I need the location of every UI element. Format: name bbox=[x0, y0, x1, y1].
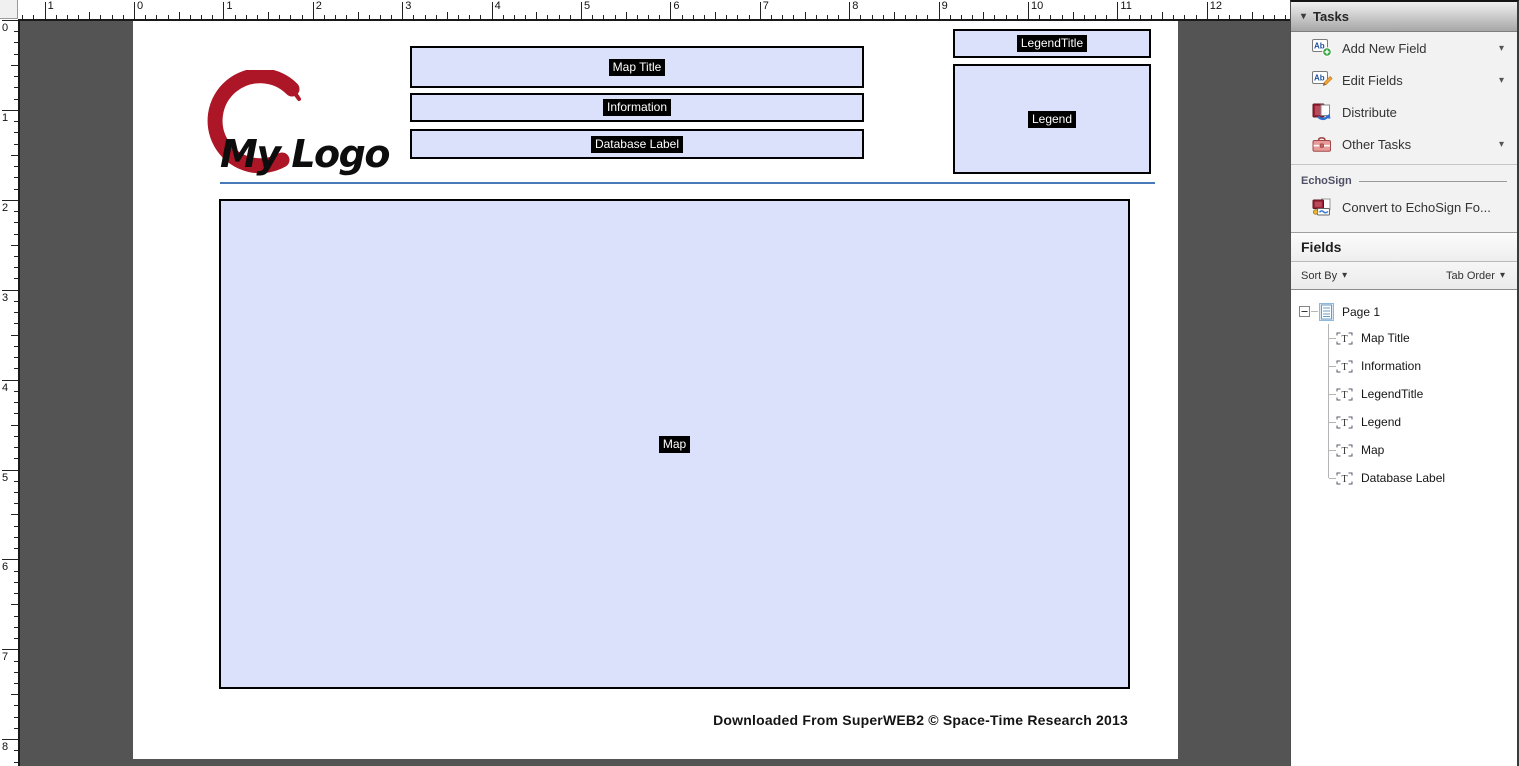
tree-item-database-label[interactable]: T Database Label bbox=[1291, 464, 1517, 492]
map-title-field[interactable]: Map Title bbox=[410, 46, 864, 88]
convert-to-echosign-button[interactable]: Convert to EchoSign Fo... bbox=[1291, 189, 1517, 225]
information-field[interactable]: Information bbox=[410, 93, 864, 122]
svg-text:T: T bbox=[1341, 474, 1347, 485]
svg-text:T: T bbox=[1341, 418, 1347, 429]
sort-by-dropdown[interactable]: Sort By ▾ bbox=[1301, 270, 1347, 282]
page-footer-text: Downloaded From SuperWEB2 © Space-Time R… bbox=[713, 712, 1128, 728]
information-field-label: Information bbox=[602, 99, 672, 116]
svg-text:Ab: Ab bbox=[1314, 42, 1325, 51]
tree-children: T Map Title T Information bbox=[1291, 324, 1517, 492]
logo-brush-stroke-2 bbox=[251, 72, 301, 101]
tab-order-dropdown-icon: ▾ bbox=[1499, 270, 1505, 281]
svg-text:Ab: Ab bbox=[1314, 74, 1325, 83]
tree-item-map-title[interactable]: T Map Title bbox=[1291, 324, 1517, 352]
text-field-icon: T bbox=[1336, 416, 1353, 429]
collapse-triangle-icon: ▾ bbox=[1301, 11, 1307, 22]
fields-panel-header[interactable]: Fields bbox=[1291, 232, 1517, 262]
ruler-corner bbox=[0, 0, 18, 19]
tree-item-label: Map bbox=[1361, 443, 1385, 457]
fields-panel-title: Fields bbox=[1301, 239, 1342, 255]
page-icon bbox=[1319, 302, 1334, 321]
tree-item-page-1[interactable]: Page 1 bbox=[1291, 299, 1517, 324]
svg-text:T: T bbox=[1341, 390, 1347, 401]
svg-text:T: T bbox=[1341, 334, 1347, 345]
edit-fields-button[interactable]: Ab Edit Fields ▾ bbox=[1291, 64, 1517, 96]
distribute-button[interactable]: Distribute bbox=[1291, 96, 1517, 128]
tree-item-label: Map Title bbox=[1361, 331, 1410, 345]
tree-item-legendtitle[interactable]: T LegendTitle bbox=[1291, 380, 1517, 408]
edit-fields-icon: Ab bbox=[1312, 71, 1336, 89]
echosign-section-label: EchoSign bbox=[1301, 175, 1352, 187]
fields-tree: Page 1 T Map Title bbox=[1291, 290, 1517, 766]
tree-item-label: Legend bbox=[1361, 415, 1402, 429]
distribute-label: Distribute bbox=[1342, 104, 1397, 120]
map-title-field-label: Map Title bbox=[608, 58, 666, 76]
map-field[interactable]: Map bbox=[219, 199, 1130, 689]
my-logo: My Logo bbox=[207, 70, 391, 176]
other-tasks-button[interactable]: Other Tasks ▾ bbox=[1291, 128, 1517, 160]
legend-title-field[interactable]: LegendTitle bbox=[953, 29, 1151, 58]
legend-title-field-label: LegendTitle bbox=[1016, 35, 1088, 52]
edit-fields-label: Edit Fields bbox=[1342, 72, 1403, 88]
tree-item-label: Database Label bbox=[1361, 471, 1446, 485]
header-divider-line bbox=[220, 182, 1155, 184]
sort-by-label: Sort By bbox=[1301, 269, 1338, 282]
tasks-panel-header[interactable]: ▾ Tasks bbox=[1291, 2, 1517, 32]
tree-item-information[interactable]: T Information bbox=[1291, 352, 1517, 380]
tab-order-label: Tab Order bbox=[1446, 269, 1495, 282]
svg-text:T: T bbox=[1341, 446, 1347, 457]
add-new-field-button[interactable]: Ab Add New Field ▾ bbox=[1291, 32, 1517, 64]
logo-text: My Logo bbox=[220, 132, 389, 176]
distribute-icon bbox=[1312, 103, 1336, 121]
sort-by-dropdown-icon: ▾ bbox=[1342, 270, 1348, 281]
database-label-field[interactable]: Database Label bbox=[410, 129, 864, 159]
database-label-field-label: Database Label bbox=[590, 135, 684, 153]
other-tasks-dropdown-icon[interactable]: ▾ bbox=[1498, 138, 1504, 150]
echosign-icon bbox=[1312, 198, 1336, 217]
right-panel: ▾ Tasks Ab Add New Field ▾ Ab bbox=[1290, 0, 1519, 766]
tasks-panel-title: Tasks bbox=[1313, 9, 1349, 24]
tree-item-label: LegendTitle bbox=[1361, 387, 1424, 401]
text-field-icon: T bbox=[1336, 360, 1353, 373]
add-new-field-label: Add New Field bbox=[1342, 40, 1427, 56]
other-tasks-label: Other Tasks bbox=[1342, 136, 1412, 152]
legend-field-label: Legend bbox=[1027, 110, 1077, 128]
tree-item-label: Information bbox=[1361, 359, 1422, 373]
echosign-section-header: EchoSign bbox=[1291, 164, 1517, 189]
add-new-field-icon: Ab bbox=[1312, 39, 1336, 57]
add-new-field-dropdown-icon[interactable]: ▾ bbox=[1498, 42, 1504, 54]
map-field-label: Map bbox=[658, 435, 691, 453]
text-field-icon: T bbox=[1336, 332, 1353, 345]
document-page: My Logo Map Title Information Database L… bbox=[133, 20, 1178, 759]
edit-fields-dropdown-icon[interactable]: ▾ bbox=[1498, 74, 1504, 86]
echosign-section-divider bbox=[1358, 180, 1507, 182]
tree-expander-icon[interactable] bbox=[1299, 306, 1310, 317]
tree-item-map[interactable]: T Map bbox=[1291, 436, 1517, 464]
logo-brush-stroke-3 bbox=[269, 73, 296, 86]
svg-text:T: T bbox=[1341, 362, 1347, 373]
tree-item-page-1-label: Page 1 bbox=[1342, 304, 1381, 319]
text-field-icon: T bbox=[1336, 388, 1353, 401]
text-field-icon: T bbox=[1336, 472, 1353, 485]
other-tasks-icon bbox=[1312, 136, 1336, 153]
convert-to-echosign-label: Convert to EchoSign Fo... bbox=[1342, 199, 1491, 215]
tab-order-dropdown[interactable]: Tab Order ▾ bbox=[1446, 270, 1505, 282]
tree-connector-line bbox=[1311, 311, 1318, 312]
legend-field[interactable]: Legend bbox=[953, 64, 1151, 174]
tree-item-legend[interactable]: T Legend bbox=[1291, 408, 1517, 436]
fields-sort-bar: Sort By ▾ Tab Order ▾ bbox=[1291, 262, 1517, 290]
text-field-icon: T bbox=[1336, 444, 1353, 457]
